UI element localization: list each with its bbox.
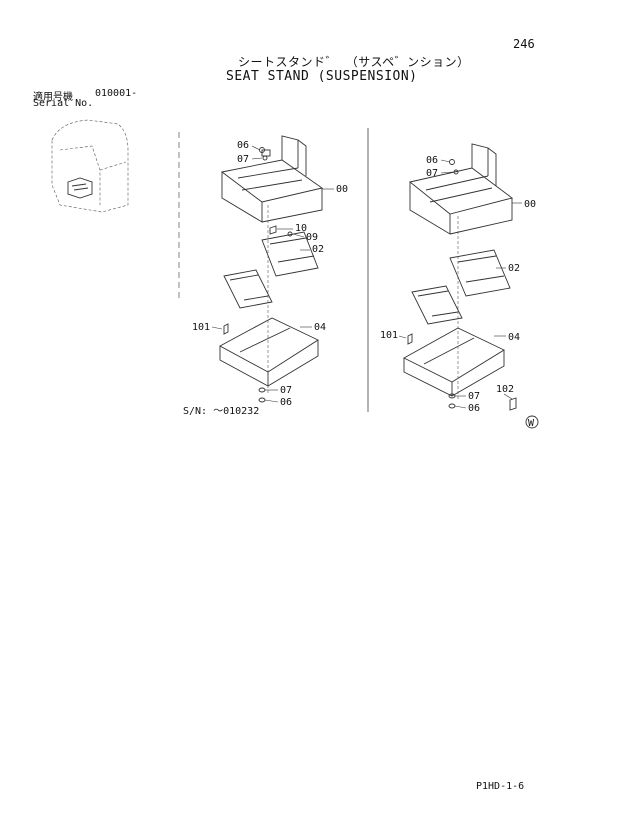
part-label: 04 [314, 322, 326, 333]
version-mark-circle [525, 415, 539, 429]
part-label: 07 [280, 385, 292, 396]
version-mark: W [528, 418, 535, 429]
right-view: 06 07 00 02 101 04 102 07 06 W [380, 143, 539, 429]
part-label: 02 [312, 244, 324, 255]
left-base-plate [219, 317, 319, 387]
right-base-plate [403, 327, 505, 397]
page-title-english: SEAT STAND (SUSPENSION) [226, 69, 418, 84]
left-stand-frame [220, 135, 324, 223]
left-view: 06 07 00 10 09 02 101 04 07 06 S/N: ～010… [183, 135, 348, 417]
serial-label-japanese: 適用号機 [33, 92, 73, 103]
right-stand-frame [408, 143, 514, 235]
part-label: 02 [508, 263, 520, 274]
part-label: 00 [336, 184, 348, 195]
part-label: 06 [280, 397, 292, 408]
serial-range: 010001- [95, 88, 138, 99]
serial-note: S/N: ～010232 [183, 406, 259, 417]
left-slide-rail [223, 231, 319, 309]
part-label: 07 [468, 391, 480, 402]
part-label: 101 [192, 322, 210, 333]
part-label: 10 [295, 223, 307, 234]
part-label: 07 [426, 168, 438, 179]
part-label: 101 [380, 330, 398, 341]
part-label: 09 [306, 232, 318, 243]
part-label: 06 [468, 403, 480, 414]
serial-label-english: Serial No. [33, 98, 94, 109]
part-label: 06 [237, 140, 249, 151]
part-label: 04 [508, 332, 520, 343]
part-label: 07 [237, 154, 249, 165]
part-label: 102 [496, 384, 514, 395]
footer-code: P1HD-1-6 [476, 781, 525, 792]
page-number: 246 [513, 37, 535, 51]
machine-thumbnail [51, 119, 129, 213]
part-label: 00 [524, 199, 536, 210]
page-title-japanese: シートスタンド゛ （サスペ゛ンション） [238, 55, 470, 69]
part-label: 06 [426, 155, 438, 166]
right-slide-rail [411, 249, 511, 325]
